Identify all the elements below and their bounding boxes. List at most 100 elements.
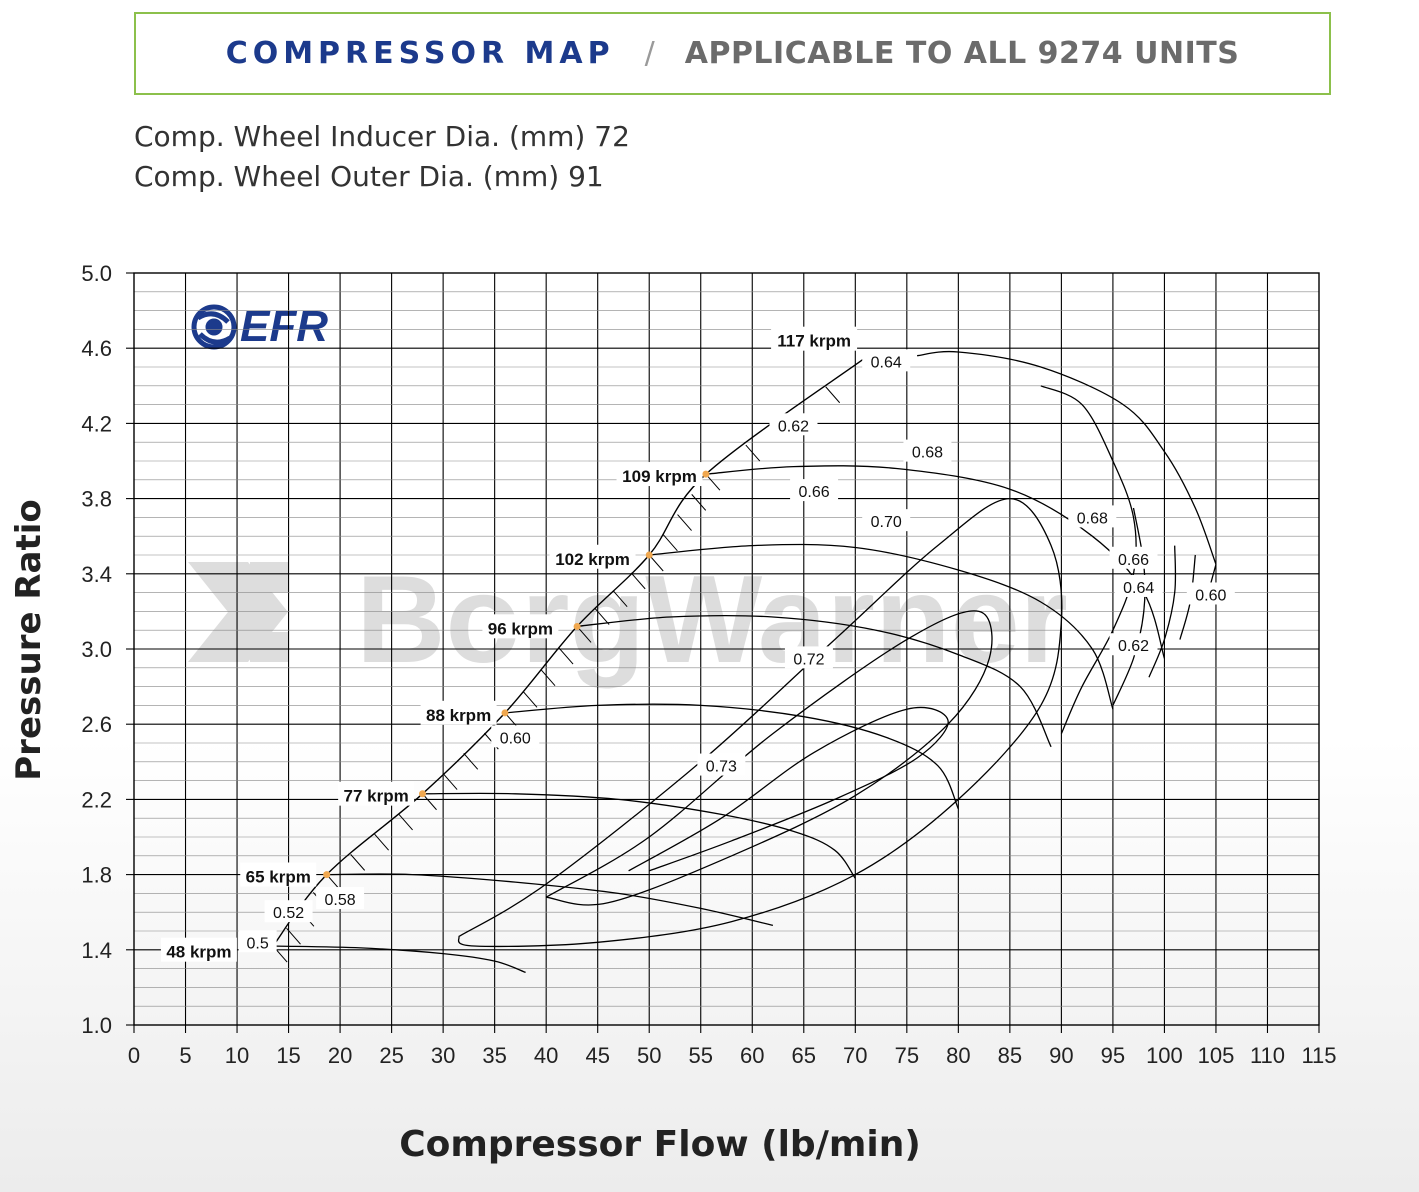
- borgwarner-logo-icon: [188, 562, 288, 662]
- surge-point-marker: [645, 551, 653, 559]
- speed-line: [504, 703, 959, 810]
- x-tick-label: 20: [328, 1043, 352, 1068]
- x-tick-label: 35: [482, 1043, 506, 1068]
- speed-line: [273, 945, 526, 974]
- efficiency-contour: [628, 706, 949, 872]
- y-tick-label: 3.0: [81, 637, 112, 662]
- speed-label: 88 krpm: [426, 706, 491, 725]
- surge-hatch: [648, 554, 664, 572]
- efficiency-label: 0.64: [1123, 580, 1154, 597]
- surge-hatch: [350, 854, 366, 871]
- surge-hatch: [463, 753, 479, 770]
- watermark-text: BorgWarner: [356, 551, 1068, 689]
- efficiency-label: 0.62: [778, 418, 809, 435]
- efficiency-label-bg: [903, 439, 952, 462]
- efficiency-label: 0.73: [706, 759, 737, 776]
- y-tick-label: 4.2: [81, 411, 112, 436]
- efficiency-label-bg: [1114, 574, 1163, 597]
- efficiency-label-bg: [316, 887, 365, 910]
- efficiency-contour: [1148, 545, 1177, 678]
- efficiency-label-bg: [264, 900, 313, 923]
- efficiency-label: 0.66: [799, 484, 830, 501]
- chart-labels: 0.50.520.580.600.620.640.660.680.700.720…: [160, 326, 1235, 962]
- y-axis-label: Pressure Ratio: [9, 499, 49, 780]
- spec-inducer-diameter: Comp. Wheel Inducer Dia. (mm) 72: [134, 120, 630, 153]
- speed-label-bg: [771, 326, 858, 351]
- y-tick-label: 4.6: [81, 336, 112, 361]
- efficiency-label: 0.70: [871, 514, 902, 531]
- speed-label: 102 krpm: [555, 550, 630, 569]
- x-tick-label: 25: [379, 1043, 403, 1068]
- x-tick-label: 100: [1146, 1043, 1183, 1068]
- surge-hatch: [705, 473, 721, 491]
- surge-hatch: [576, 626, 592, 643]
- spec-outer-diameter: Comp. Wheel Outer Dia. (mm) 91: [134, 160, 604, 193]
- x-tick-label: 10: [225, 1043, 249, 1068]
- title-separator: /: [644, 36, 655, 71]
- efficiency-contour: [545, 610, 993, 906]
- speed-line: [649, 543, 1114, 710]
- surge-point-marker: [573, 622, 581, 630]
- y-tick-label: 5.0: [81, 261, 112, 286]
- efficiency-label-bg: [790, 479, 839, 502]
- speed-label-bg: [616, 462, 703, 487]
- surge-hatch: [612, 590, 628, 608]
- surge-hatch: [442, 773, 458, 790]
- x-tick-label: 90: [1049, 1043, 1073, 1068]
- x-tick-label: 85: [998, 1043, 1022, 1068]
- surge-hatch: [374, 833, 389, 851]
- surge-hatch: [286, 927, 301, 945]
- speed-label: 96 krpm: [488, 619, 553, 638]
- speed-label: 109 krpm: [622, 467, 697, 486]
- x-tick-label: 95: [1101, 1043, 1125, 1068]
- surge-point-marker: [702, 470, 710, 478]
- efficiency-label-bg: [697, 753, 746, 776]
- page-subtitle: APPLICABLE TO ALL 9274 UNITS: [684, 36, 1240, 71]
- efficiency-label-bg: [1068, 505, 1117, 528]
- efficiency-label: 0.68: [1077, 510, 1108, 527]
- speed-label-bg: [549, 544, 636, 569]
- speed-line: [577, 614, 1052, 748]
- x-tick-label: 50: [637, 1043, 661, 1068]
- x-tick-label: 60: [740, 1043, 764, 1068]
- efficiency-label-bg: [491, 725, 540, 748]
- efficiency-label: 0.72: [793, 651, 824, 668]
- surge-hatch: [630, 572, 646, 590]
- x-tick-label: 80: [946, 1043, 970, 1068]
- speed-line: [917, 350, 1217, 565]
- efficiency-label-bg: [769, 413, 818, 436]
- surge-point-marker: [419, 790, 427, 798]
- surge-point-marker: [501, 709, 509, 717]
- efficiency-label-bg: [1109, 546, 1158, 569]
- surge-hatch: [558, 647, 574, 665]
- efficiency-label: 0.60: [1195, 587, 1226, 604]
- speed-line: [326, 873, 774, 927]
- efficiency-label-bg: [1109, 633, 1158, 656]
- x-tick-label: 55: [688, 1043, 712, 1068]
- surge-point-marker: [323, 871, 331, 879]
- efficiency-contour: [1040, 385, 1137, 734]
- efficiency-label: 0.64: [871, 354, 902, 371]
- efficiency-label: 0.60: [500, 730, 531, 747]
- surge-hatch: [745, 444, 761, 462]
- surge-hatch: [677, 514, 692, 531]
- y-tick-label: 2.2: [81, 787, 112, 812]
- speed-label: 48 krpm: [166, 943, 231, 962]
- efficiency-label-bg: [784, 646, 833, 669]
- x-tick-label: 65: [792, 1043, 816, 1068]
- x-tick-label: 70: [843, 1043, 867, 1068]
- x-tick-label: 45: [585, 1043, 609, 1068]
- efficiency-label: 0.62: [1118, 638, 1149, 655]
- efficiency-label: 0.58: [325, 892, 356, 909]
- efficiency-label: 0.66: [1118, 552, 1149, 569]
- x-tick-label: 110: [1250, 1043, 1285, 1068]
- surge-hatch: [540, 669, 556, 687]
- efficiency-label: 0.68: [912, 445, 943, 462]
- surge-hatch: [422, 793, 437, 811]
- surge-hatch: [691, 494, 707, 511]
- speed-label: 65 krpm: [246, 867, 311, 886]
- efr-logo: EFR: [191, 302, 328, 351]
- speed-label-bg: [240, 862, 317, 887]
- speed-label-bg: [420, 700, 497, 725]
